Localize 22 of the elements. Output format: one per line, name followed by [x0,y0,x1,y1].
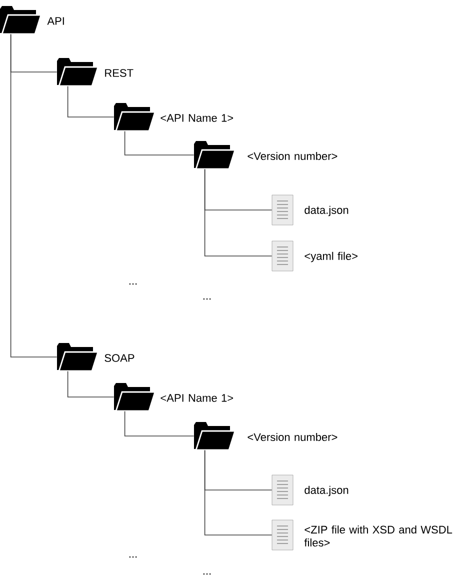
item-label: <API Name 1> [160,114,234,122]
tree-connector [204,168,272,256]
ellipsis: ... [129,556,137,558]
item-label: <Version number> [248,432,338,442]
item-label: REST [105,69,134,77]
item-label: <ZIP file with XSD and WSDL files> [304,525,452,547]
item-label: data.json [304,486,348,496]
item-label: data.json [304,206,348,216]
ellipsis: ... [203,573,211,575]
ellipsis: ... [203,298,211,300]
tree-connector [124,130,194,156]
tree-connector [10,34,58,358]
tree-connector [124,410,194,436]
item-label: <API Name 1> [160,394,234,402]
item-label: SOAP [104,354,134,362]
item-label: <yaml file> [304,252,358,262]
item-label: API [47,17,64,25]
item-label: <Version number> [248,152,338,160]
tree-connector [204,450,272,536]
ellipsis: ... [129,283,137,285]
tree-connector [67,370,114,398]
tree-connector [67,86,114,118]
